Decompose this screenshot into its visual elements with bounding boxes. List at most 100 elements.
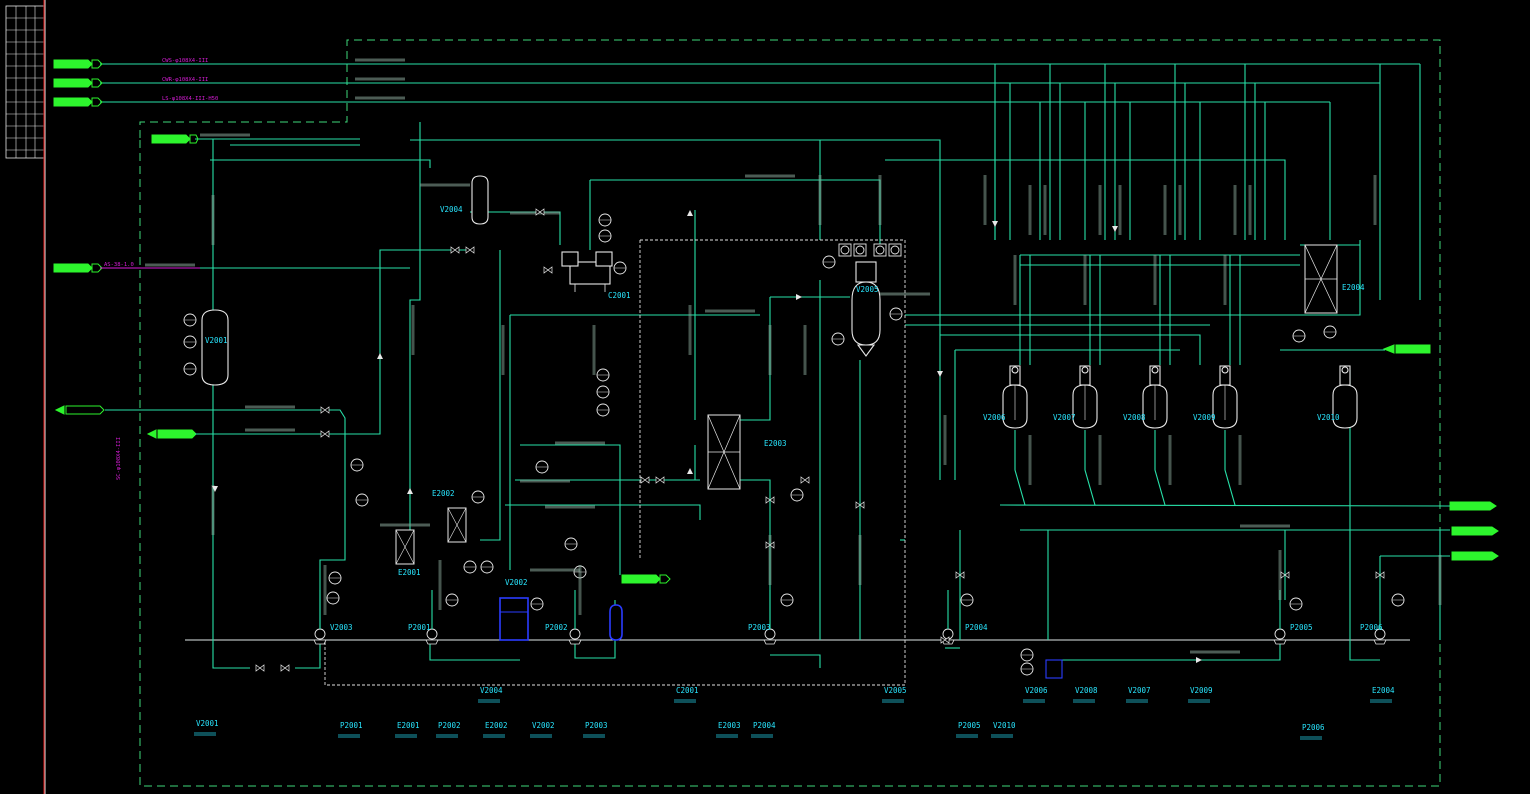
utility-flag[interactable]	[1449, 501, 1497, 511]
reactor-vessel[interactable]: V2006	[983, 365, 1028, 429]
equipment-tag: V2003	[330, 623, 353, 632]
legend-entry: V2005	[882, 686, 907, 703]
valve[interactable]	[543, 266, 553, 274]
pipe-spec-label	[555, 441, 605, 445]
vessel-v2004[interactable]: V2004	[440, 175, 489, 225]
utility-flag[interactable]	[53, 59, 103, 69]
valve[interactable]	[1280, 571, 1290, 579]
flow-arrow	[687, 210, 693, 216]
equipment-tag: P2004	[965, 623, 988, 632]
pipe-spec-label	[858, 535, 862, 585]
centrifugal-pump[interactable]: V2003	[313, 590, 353, 645]
pipe-spec-label	[878, 175, 882, 225]
vessel-v2005[interactable]: V2005	[851, 261, 881, 357]
exchanger-e2001[interactable]: E2001	[395, 529, 421, 577]
centrifugal-pump[interactable]: P2002	[545, 590, 582, 645]
legend-description-bar	[716, 734, 738, 738]
valve[interactable]	[940, 636, 950, 644]
legend-tag: V2010	[993, 721, 1016, 730]
legend-entry: E2001	[395, 721, 420, 738]
pipe-spec-label	[145, 263, 195, 267]
pipe-spec-label	[1153, 255, 1157, 305]
legend-tag: V2009	[1190, 686, 1213, 695]
legend-tag: P2003	[585, 721, 608, 730]
legend-entry: V2004	[478, 686, 503, 703]
tank-v2002[interactable]: V2002	[499, 578, 529, 641]
valve[interactable]	[255, 664, 265, 672]
legend-entry: P2005	[956, 721, 981, 738]
legend-tag: P2006	[1302, 723, 1325, 732]
utility-flag[interactable]	[53, 78, 103, 88]
equipment-tag: P2002	[545, 623, 568, 632]
reactor-vessel[interactable]: V2008	[1123, 365, 1168, 429]
vessel-v2003[interactable]	[609, 604, 623, 641]
pipe-spec-label	[1098, 435, 1102, 485]
valve[interactable]	[765, 541, 775, 549]
pipe-spec-label	[768, 325, 772, 375]
valve[interactable]	[465, 246, 475, 254]
exchanger-e2002[interactable]: E2002	[432, 489, 467, 543]
utility-flag[interactable]	[1382, 344, 1431, 354]
valve[interactable]	[765, 496, 775, 504]
exchanger-e2004[interactable]: E2004	[1304, 244, 1365, 314]
valve[interactable]	[1375, 571, 1385, 579]
valve[interactable]	[450, 246, 460, 254]
reactor-outlet-line	[1224, 430, 1236, 506]
valve[interactable]	[320, 406, 330, 414]
utility-flag[interactable]	[151, 134, 199, 144]
valve[interactable]	[320, 430, 330, 438]
valve[interactable]	[955, 571, 965, 579]
valve[interactable]	[800, 476, 810, 484]
pipe-spec-label	[578, 565, 582, 615]
vessel-v2010[interactable]	[1045, 659, 1063, 679]
legend-description-bar	[1073, 699, 1095, 703]
unit-boundary-frame	[139, 39, 1441, 787]
pipe-spec-label	[705, 309, 755, 313]
utility-flag[interactable]	[54, 405, 105, 415]
legend-description-bar	[483, 734, 505, 738]
vessel-v2001[interactable]: V2001	[201, 309, 229, 386]
pipe-spec-label	[818, 175, 822, 225]
pipe-spec-label	[943, 415, 947, 465]
reactor-vessel[interactable]: V2010	[1317, 365, 1358, 429]
valve[interactable]	[655, 476, 665, 484]
centrifugal-pump[interactable]: P2003	[748, 590, 777, 645]
magenta-vertical-label: SC-φ108X4-III	[116, 437, 122, 480]
pipe-spec-label	[1098, 185, 1102, 235]
pipe-spec-label	[1028, 435, 1032, 485]
pipe-spec-label	[1043, 185, 1047, 235]
pipe-spec-label	[211, 195, 215, 245]
valve[interactable]	[280, 664, 290, 672]
equipment-tag: V2004	[440, 205, 463, 214]
utility-flag[interactable]	[53, 263, 103, 273]
legend-description-bar	[194, 732, 216, 736]
utility-flag[interactable]	[53, 97, 103, 107]
pipe-spec-label	[1278, 550, 1282, 600]
legend-tag: P2004	[753, 721, 776, 730]
reactor-vessel[interactable]: V2007	[1053, 365, 1098, 429]
equipment-tag: E2004	[1342, 283, 1365, 292]
reactor-vessel[interactable]: V2009	[1193, 365, 1238, 429]
legend-entry: E2004	[1370, 686, 1395, 703]
valve[interactable]	[535, 208, 545, 216]
exchanger-e2003[interactable]: E2003	[707, 414, 787, 490]
line-text: AS-38-1.0	[104, 262, 134, 268]
valve[interactable]	[855, 501, 865, 509]
utility-flag[interactable]	[1451, 526, 1499, 561]
pipe-spec-label	[355, 77, 405, 81]
utility-flag[interactable]	[146, 429, 197, 439]
legend-description-bar	[1370, 699, 1392, 703]
compressor-c2001[interactable]: C2001	[561, 251, 631, 300]
centrifugal-pump[interactable]: P2006	[1360, 590, 1387, 645]
legend-description-bar	[1188, 699, 1210, 703]
centrifugal-pump[interactable]: P2001	[408, 590, 439, 645]
utility-flag[interactable]	[621, 574, 671, 584]
valve[interactable]	[640, 476, 650, 484]
pipe-spec-label	[983, 175, 987, 225]
utility-flags-right	[1382, 344, 1499, 561]
legend-tag: E2004	[1372, 686, 1395, 695]
package-boundaries	[324, 239, 906, 686]
pipe-spec-label	[510, 211, 560, 215]
